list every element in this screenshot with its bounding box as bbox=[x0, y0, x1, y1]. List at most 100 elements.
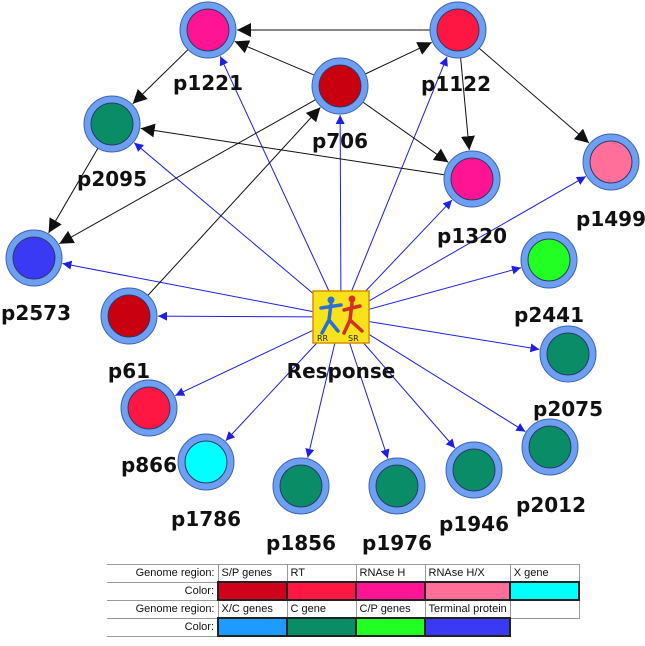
response-hub[interactable]: RR SR Response bbox=[287, 290, 396, 383]
legend-region-label: X/C genes bbox=[217, 599, 288, 619]
node-label: p2012 bbox=[516, 493, 586, 517]
hub-edges bbox=[62, 56, 587, 459]
hub-edge-p1221 bbox=[219, 56, 330, 292]
legend-region-row: Genome region: S/P genes RT RNAse H RNAs… bbox=[107, 564, 580, 583]
hub-edge-p2012 bbox=[368, 333, 526, 433]
legend-region-label: RT bbox=[286, 564, 357, 583]
node-core bbox=[589, 140, 633, 184]
node-p2012[interactable]: p2012 bbox=[516, 418, 586, 517]
edge-p2095-p2573 bbox=[48, 147, 99, 234]
edge-p706-p2573 bbox=[59, 99, 316, 245]
legend-swatch bbox=[217, 617, 288, 637]
hub-edge-p2075 bbox=[368, 321, 540, 353]
node-core bbox=[90, 102, 134, 146]
edge-p61-p706 bbox=[147, 107, 321, 296]
node-label: p1499 bbox=[576, 207, 645, 231]
node-p1122[interactable]: p1122 bbox=[421, 1, 491, 96]
logo-left-figure-icon bbox=[319, 296, 343, 335]
hub-edge-p2095 bbox=[133, 142, 314, 294]
node-label: p1122 bbox=[421, 72, 491, 96]
hub-edge-p866 bbox=[174, 329, 314, 397]
node-core bbox=[527, 238, 571, 282]
node-edges bbox=[48, 23, 590, 296]
node-label: p2573 bbox=[1, 301, 71, 325]
node-core bbox=[436, 8, 480, 52]
legend-region-label: Terminal protein bbox=[424, 599, 511, 619]
legend-swatch bbox=[217, 581, 288, 601]
node-p1976[interactable]: p1976 bbox=[362, 457, 432, 555]
hub-edge-p1856 bbox=[305, 342, 336, 458]
legend-region-header: Genome region: bbox=[107, 599, 219, 619]
hub-edge-p61 bbox=[157, 311, 314, 321]
node-label: p2075 bbox=[533, 397, 603, 421]
hub-edge-p706 bbox=[335, 114, 345, 292]
edge-p706-p1122 bbox=[365, 41, 433, 75]
legend-region-label: S/P genes bbox=[217, 564, 288, 583]
node-p2095[interactable]: p2095 bbox=[77, 95, 147, 191]
logo-right-text: SR bbox=[348, 334, 359, 343]
hub-edge-p2441 bbox=[368, 265, 522, 310]
node-p1856[interactable]: p1856 bbox=[266, 457, 336, 555]
hub-edge-p1976 bbox=[349, 342, 390, 459]
node-p1786[interactable]: p1786 bbox=[171, 433, 241, 531]
legend-swatch bbox=[509, 617, 580, 637]
node-core bbox=[375, 464, 419, 508]
logo-right-figure-icon bbox=[342, 295, 364, 335]
node-core bbox=[186, 8, 230, 52]
node-label: p706 bbox=[312, 129, 368, 153]
node-p1499[interactable]: p1499 bbox=[576, 133, 645, 231]
node-label: p2095 bbox=[77, 167, 147, 191]
legend-color-header: Color: bbox=[107, 617, 219, 637]
node-label: p61 bbox=[108, 359, 150, 383]
node-p2075[interactable]: p2075 bbox=[533, 325, 603, 421]
hub-edge-p1499 bbox=[368, 176, 587, 302]
hub-label: Response bbox=[287, 359, 396, 383]
edge-p1122-p1499 bbox=[478, 47, 590, 144]
hub-edge-p1320 bbox=[365, 199, 453, 292]
node-label: p1946 bbox=[439, 512, 509, 536]
node-core bbox=[452, 448, 496, 492]
node-core bbox=[318, 64, 362, 108]
logo-left-text: RR bbox=[317, 334, 329, 343]
network-diagram: p1221 p1122 p706 p2095 p1320 p1499 p2573 p2441 p… bbox=[1, 1, 645, 555]
hub-edge-p1122 bbox=[351, 56, 448, 292]
node-p2441[interactable]: p2441 bbox=[514, 231, 584, 327]
legend-swatch bbox=[423, 617, 512, 637]
node-core bbox=[528, 425, 572, 469]
edge-p1122-p1320 bbox=[460, 57, 475, 151]
legend-region-label: X gene bbox=[509, 564, 580, 583]
node-p1320[interactable]: p1320 bbox=[437, 150, 507, 248]
node-p2573[interactable]: p2573 bbox=[1, 229, 71, 325]
node-core bbox=[107, 294, 151, 338]
node-label: p1786 bbox=[171, 507, 241, 531]
legend-region-label: RNAse H/X bbox=[424, 564, 511, 583]
node-p706[interactable]: p706 bbox=[311, 57, 369, 153]
legend-region-label: C gene bbox=[286, 599, 357, 619]
node-label: p1856 bbox=[266, 531, 336, 555]
node-label: p1320 bbox=[437, 224, 507, 248]
node-p866[interactable]: p866 bbox=[120, 379, 178, 477]
genome-region-legend: Genome region: S/P genes RT RNAse H RNAs… bbox=[107, 564, 581, 637]
node-p1946[interactable]: p1946 bbox=[439, 441, 509, 536]
node-p61[interactable]: p61 bbox=[100, 287, 158, 383]
legend-swatch bbox=[423, 581, 512, 601]
node-core bbox=[184, 440, 228, 484]
response-logo bbox=[312, 290, 370, 344]
node-core bbox=[450, 157, 494, 201]
legend-swatch bbox=[286, 581, 357, 601]
node-label: p1221 bbox=[173, 71, 243, 95]
node-core bbox=[546, 332, 590, 376]
legend-swatch bbox=[355, 617, 426, 637]
node-core bbox=[12, 236, 56, 280]
node-label: p1976 bbox=[362, 531, 432, 555]
edge-p706-p1221 bbox=[234, 40, 315, 76]
legend-color-row: Color: bbox=[107, 581, 581, 601]
edge-p1320-p2095 bbox=[140, 123, 445, 176]
node-label: p2441 bbox=[514, 303, 584, 327]
hub-edge-p1786 bbox=[225, 342, 318, 442]
legend-region-row: Genome region: X/C genes C gene C/P gene… bbox=[107, 599, 580, 619]
node-p1221[interactable]: p1221 bbox=[173, 1, 243, 95]
edge-p1221-p2095 bbox=[132, 49, 189, 105]
hub-edge-p2573 bbox=[62, 260, 314, 313]
legend-color-row: Color: bbox=[107, 617, 580, 637]
